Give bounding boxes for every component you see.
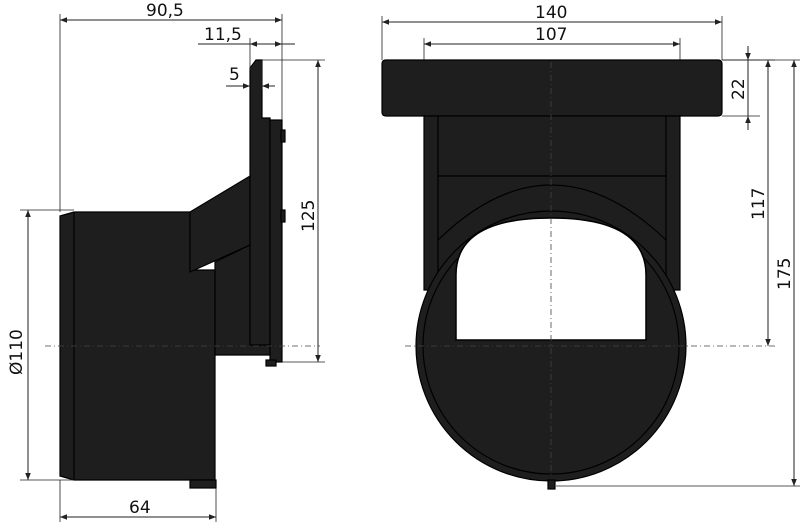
dim-total-height: 175 [775,258,795,290]
dim-side-width: 90,5 [146,1,184,21]
dim-flange-height: 22 [729,78,749,100]
dim-side-height: 125 [299,200,319,232]
side-vertical-plate [249,59,271,346]
dim-front-width: 140 [535,3,567,23]
dim-offset-b: 5 [229,65,240,85]
dim-pipe-diameter: Ø110 [7,329,27,375]
side-clip-mid [280,209,286,223]
side-flange [269,119,283,363]
side-view: 90,5 11,5 5 125 Ø110 64 [7,1,325,522]
front-hood-curve [437,184,667,241]
front-view: 140 107 22 117 175 [381,3,800,490]
side-clip-bottom [265,359,277,367]
dim-front-inner-width: 107 [535,25,567,45]
side-bottom-tab [189,479,217,489]
dim-side-depth: 64 [129,498,151,518]
dim-offset-a: 11,5 [204,25,242,45]
front-bottom-nub [547,479,556,490]
front-neck-upper [437,115,667,177]
side-clip-top [280,129,286,143]
dim-center-height: 117 [749,188,769,220]
front-top-flange [381,59,723,117]
